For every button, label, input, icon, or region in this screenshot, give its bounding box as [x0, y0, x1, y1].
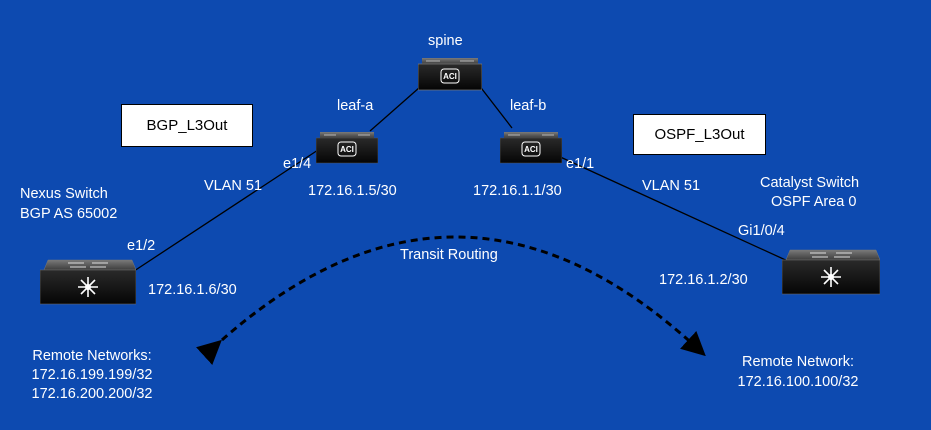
ospf-l3out-box: OSPF_L3Out [633, 114, 766, 155]
catalyst-switch-icon [782, 249, 880, 295]
spine-switch-icon: ACI [418, 58, 482, 91]
transit-routing-arrow [196, 235, 706, 365]
spine-label: spine [428, 33, 463, 49]
spine-aci-badge: ACI [443, 72, 457, 81]
leaf-b-port-label: e1/1 [566, 156, 595, 172]
leaf-b-ip-label: 172.16.1.1/30 [473, 183, 562, 199]
remote-left-net-2: 172.16.200.200/32 [31, 386, 153, 402]
bgp-l3out-box: BGP_L3Out [121, 104, 253, 147]
link-leaf-a-nexus [127, 149, 319, 276]
nexus-switch-icon [40, 259, 136, 305]
remote-left-title: Remote Networks: [32, 348, 152, 364]
leaf-b-switch-icon: ACI [500, 132, 562, 164]
leaf-a-ip-label: 172.16.1.5/30 [308, 183, 397, 199]
leaf-a-switch-icon: ACI [316, 132, 378, 164]
catalyst-area-label: OSPF Area 0 [771, 194, 857, 210]
bgp-l3out-label: BGP_L3Out [146, 117, 228, 134]
vlan-right-label: VLAN 51 [642, 178, 701, 194]
remote-right-block: Remote Network: 172.16.100.100/32 [718, 354, 878, 391]
leaf-b-aci-badge: ACI [524, 145, 538, 154]
remote-left-block: Remote Networks: 172.16.199.199/32 172.1… [12, 348, 172, 403]
leaf-a-label: leaf-a [337, 98, 374, 114]
remote-right-title: Remote Network: [741, 354, 854, 370]
catalyst-name-label: Catalyst Switch [760, 175, 860, 191]
remote-left-net-1: 172.16.199.199/32 [31, 367, 153, 383]
link-leaf-b-catalyst [544, 149, 791, 263]
vlan-left-label: VLAN 51 [204, 178, 263, 194]
leaf-a-aci-badge: ACI [340, 145, 354, 154]
nexus-ip-label: 172.16.1.6/30 [148, 282, 237, 298]
transit-routing-label: Transit Routing [400, 247, 498, 263]
leaf-b-label: leaf-b [510, 98, 547, 114]
nexus-name-label: Nexus Switch [20, 186, 108, 202]
catalyst-ip-label: 172.16.1.2/30 [659, 272, 748, 288]
nexus-as-label: BGP AS 65002 [20, 206, 118, 222]
nexus-port-label: e1/2 [127, 238, 156, 254]
catalyst-port-label: Gi1/0/4 [738, 223, 785, 239]
remote-right-net-1: 172.16.100.100/32 [737, 374, 859, 390]
leaf-a-port-label: e1/4 [283, 156, 312, 172]
ospf-l3out-label: OSPF_L3Out [654, 126, 745, 143]
